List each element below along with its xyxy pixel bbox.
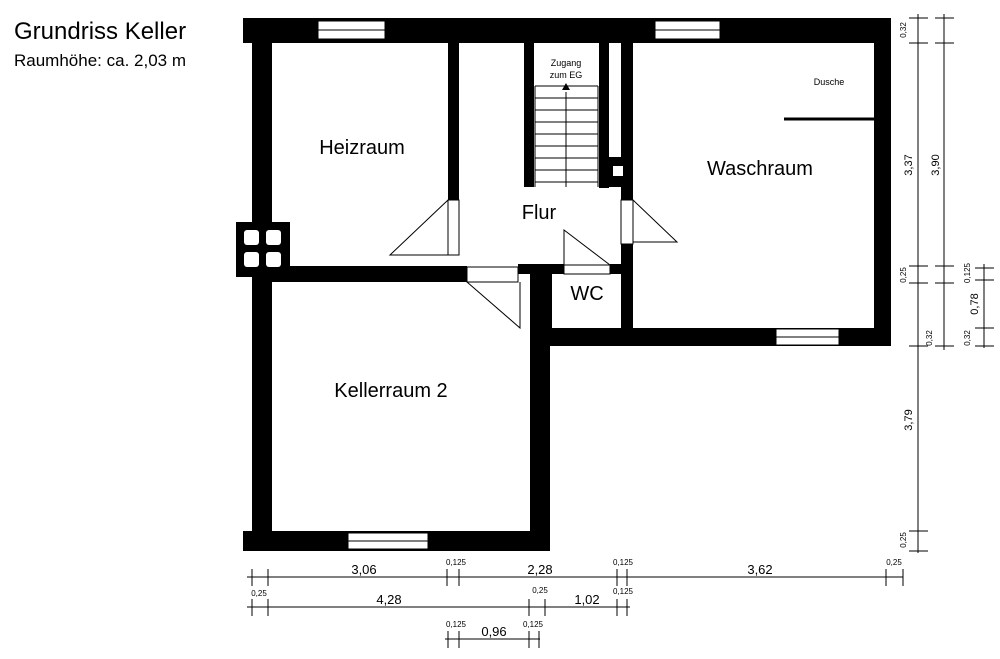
room-waschraum: Waschraum xyxy=(707,158,813,180)
dim-right-8: 0,125 xyxy=(963,262,972,283)
window-kellerraum xyxy=(347,532,429,550)
window-waschraum-bottom xyxy=(775,328,840,346)
door-kellerraum xyxy=(466,266,521,330)
dim-right-4: 0,32 xyxy=(925,330,934,346)
dim-bottom-4: 0,125 xyxy=(613,558,634,567)
plan-title: Grundriss Keller xyxy=(14,18,187,45)
shower-label: Dusche xyxy=(814,77,845,87)
dim-bottom-3: 2,28 xyxy=(527,562,552,577)
dimension-lines-bottom xyxy=(247,569,904,648)
dim-right-3: 0,25 xyxy=(899,267,908,283)
dim-right-9: 0,78 xyxy=(969,293,981,314)
stair-arrow-icon xyxy=(562,83,570,90)
dim-right-6: 0,25 xyxy=(899,532,908,548)
room-height-note: Raumhöhe: ca. 2,03 m xyxy=(14,51,186,70)
stair-label-2: zum EG xyxy=(550,70,583,80)
dim-bottom-6: 0,25 xyxy=(886,558,902,567)
chimney-icon xyxy=(244,230,281,267)
dim-bottom-12: 0,125 xyxy=(446,620,467,629)
dim-bottom-14: 0,125 xyxy=(523,620,544,629)
dimension-lines-right xyxy=(909,14,994,553)
dim-bottom-5: 3,62 xyxy=(747,562,772,577)
window-waschraum xyxy=(654,20,721,40)
room-kellerraum-2: Kellerraum 2 xyxy=(334,380,447,402)
windows xyxy=(317,20,840,550)
room-flur: Flur xyxy=(522,202,557,224)
door-heizraum xyxy=(388,199,460,256)
stair-label-1: Zugang xyxy=(551,58,582,68)
doors xyxy=(388,199,679,330)
dim-bottom-7: 0,25 xyxy=(251,589,267,598)
dim-right-2: 3,37 xyxy=(903,154,915,175)
dim-bottom-10: 1,02 xyxy=(574,592,599,607)
dim-bottom-9: 0,25 xyxy=(532,586,548,595)
dim-bottom-8: 4,28 xyxy=(376,592,401,607)
room-wc: WC xyxy=(570,283,603,305)
dim-right-1: 0,32 xyxy=(899,22,908,38)
dim-bottom-13: 0,96 xyxy=(481,624,506,639)
dim-right-5: 3,79 xyxy=(903,409,915,430)
staircase xyxy=(534,85,599,187)
dim-right-7: 3,90 xyxy=(930,154,942,175)
dim-bottom-11: 0,125 xyxy=(613,587,634,596)
dim-bottom-2: 0,125 xyxy=(446,558,467,567)
dim-bottom-1: 3,06 xyxy=(351,562,376,577)
room-heizraum: Heizraum xyxy=(319,137,405,159)
dim-right-10: 0,32 xyxy=(963,330,972,346)
door-waschraum xyxy=(620,199,679,245)
door-wc xyxy=(563,228,611,275)
window-heizraum xyxy=(317,20,386,40)
